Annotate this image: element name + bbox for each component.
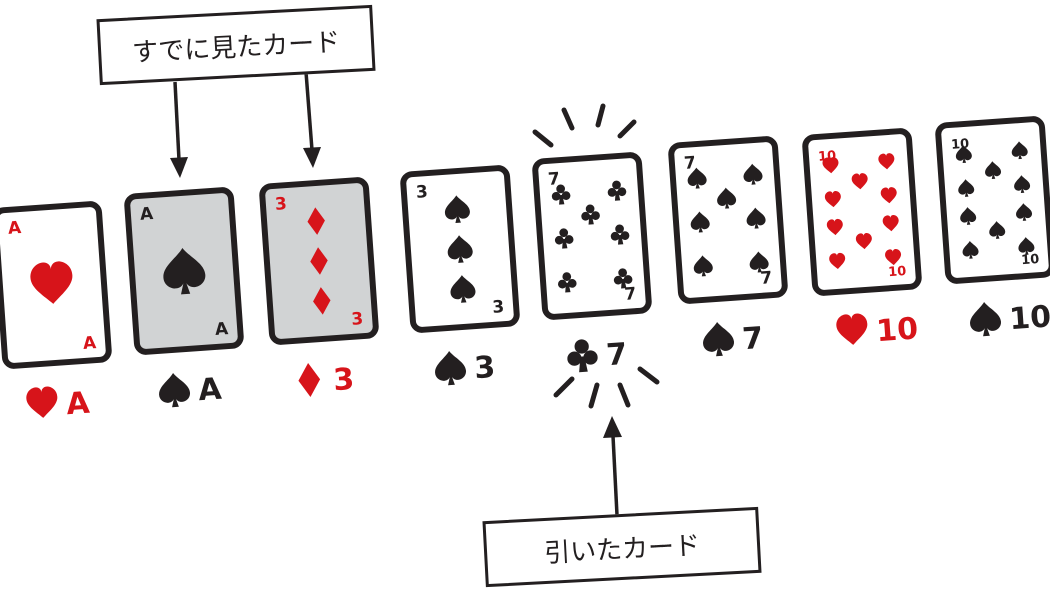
card-face: AA: [124, 187, 244, 355]
caption-rank: 3: [473, 350, 496, 386]
card-face: AA: [0, 201, 112, 369]
card-ace-of-spades: AAA: [124, 187, 244, 409]
burst-bottom: [553, 366, 660, 409]
card-caption: 3: [297, 362, 355, 398]
corner-rank-bottom: 3: [351, 309, 364, 330]
corner-rank-bottom: 7: [760, 268, 773, 289]
caption-rank: 3: [332, 362, 355, 398]
corner-rank-top: 3: [274, 194, 287, 215]
heart-icon: [25, 385, 59, 419]
card-face: 77: [668, 136, 788, 304]
caption-rank: A: [65, 386, 91, 423]
card-seven-of-clubs: 777: [532, 152, 652, 374]
corner-rank-top: A: [139, 204, 154, 225]
caption-rank: 10: [1008, 299, 1050, 337]
card-caption: 10: [835, 311, 919, 349]
card-caption: 7: [566, 337, 628, 374]
corner-rank-bottom: 3: [492, 297, 505, 318]
drawn-arrow: [603, 416, 622, 516]
card-caption: 3: [433, 349, 496, 387]
spade-icon: [433, 349, 467, 387]
card-three-of-spades: 333: [400, 165, 520, 387]
card-three-of-diamonds: 333: [259, 177, 379, 398]
diamond-icon: [297, 362, 322, 398]
caption-rank: 10: [875, 311, 919, 349]
card-face: 33: [400, 165, 520, 333]
corner-rank-top: 7: [683, 153, 696, 174]
corner-rank-top: 7: [547, 169, 560, 190]
corner-rank-bottom: 10: [1021, 252, 1040, 268]
corner-rank-bottom: 7: [624, 284, 637, 305]
caption-rank: 7: [605, 337, 628, 373]
caption-rank: A: [197, 372, 223, 409]
spade-icon: [157, 371, 191, 409]
drawn-card-label: 引いたカード: [543, 530, 701, 569]
caption-rank: 7: [741, 321, 764, 357]
heart-icon: [835, 312, 869, 346]
card-face: 33: [259, 177, 379, 345]
corner-rank-top: A: [7, 218, 22, 239]
card-caption: 10: [968, 299, 1050, 338]
corner-rank-bottom: 10: [888, 264, 907, 280]
card-caption: A: [25, 385, 92, 423]
corner-rank-bottom: A: [214, 319, 229, 340]
club-icon: [566, 338, 599, 374]
seen-cards-label: すでに見たカード: [131, 27, 341, 68]
card-face: 77: [532, 152, 652, 320]
corner-rank-bottom: A: [82, 333, 97, 354]
card-caption: 7: [701, 320, 764, 358]
card-seven-of-spades: 777: [668, 136, 788, 358]
burst-top: [532, 103, 637, 148]
spade-icon: [701, 320, 735, 358]
card-caption: A: [157, 371, 224, 409]
seen-arrows: [170, 71, 321, 178]
corner-rank-top: 3: [415, 182, 428, 203]
card-ace-of-hearts: AAA: [0, 201, 112, 423]
spade-icon: [968, 300, 1002, 338]
